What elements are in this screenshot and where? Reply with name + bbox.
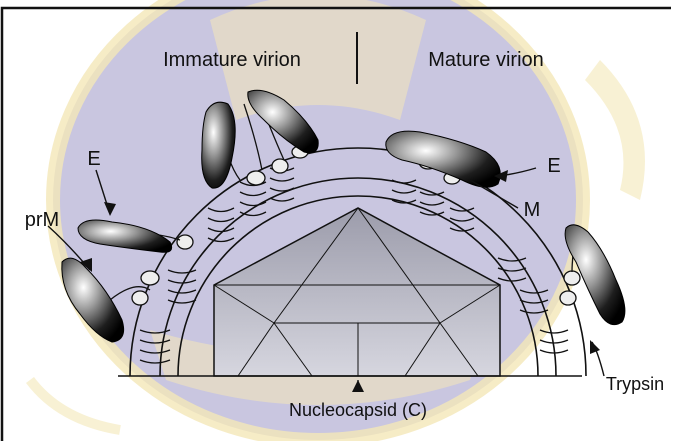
- label-prm: prM: [25, 209, 59, 231]
- label-mature-virion: Mature virion: [428, 49, 544, 71]
- label-e-right: E: [547, 155, 560, 177]
- label-m: M: [524, 199, 541, 221]
- label-e-left: E: [87, 148, 100, 170]
- label-immature-virion: Immature virion: [163, 49, 301, 71]
- label-trypsin: Trypsin: [606, 374, 664, 394]
- label-nucleocapsid: Nucleocapsid (C): [289, 400, 427, 420]
